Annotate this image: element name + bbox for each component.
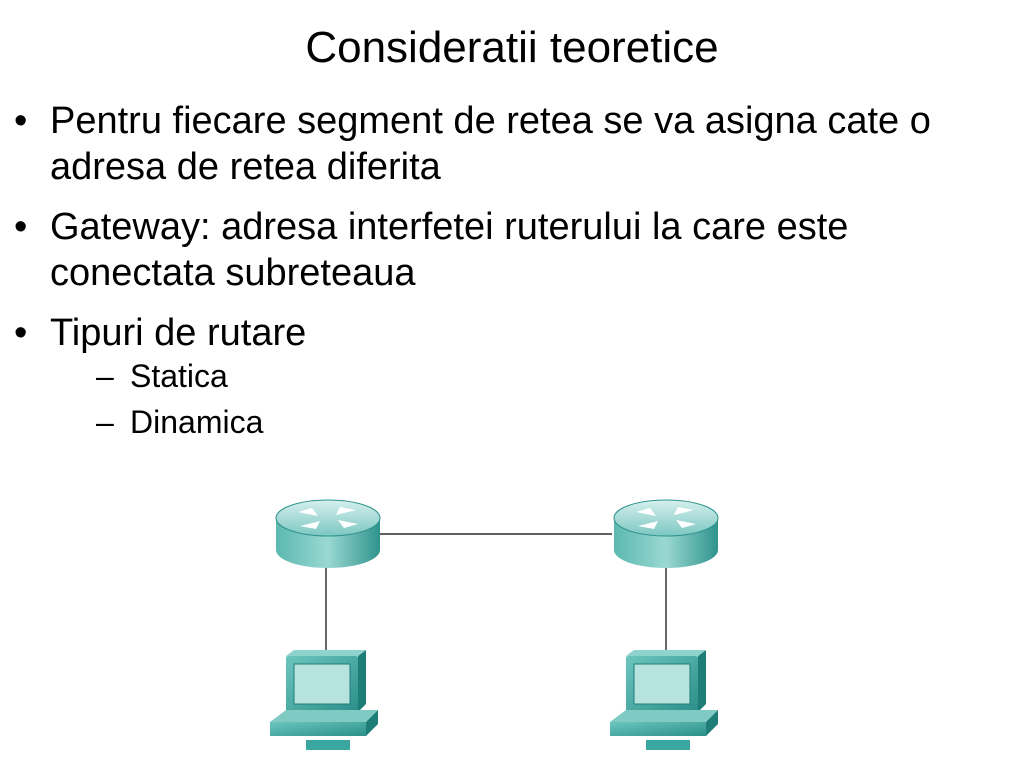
bullet-text: Pentru fiecare segment de retea se va as… (50, 100, 931, 188)
bullet-item: • Pentru fiecare segment de retea se va … (14, 98, 1014, 190)
sub-bullet-item: – Dinamica (50, 402, 1014, 442)
router-icon (275, 499, 381, 568)
bullet-list: • Pentru fiecare segment de retea se va … (14, 98, 1014, 456)
pc-icon (270, 650, 378, 750)
sub-bullet-text: Statica (130, 358, 228, 394)
sub-bullet-list: – Statica – Dinamica (50, 356, 1014, 442)
router-icon (613, 499, 719, 568)
sub-bullet-dash: – (96, 404, 114, 440)
bullet-text: Tipuri de rutare (50, 312, 307, 354)
sub-bullet-text: Dinamica (130, 404, 264, 440)
bullet-dot: • (14, 206, 28, 248)
slide-title: Consideratii teoretice (305, 23, 719, 72)
bullet-text: Gateway: adresa interfetei ruterului la … (50, 206, 849, 294)
sub-bullet-item: – Statica (50, 356, 1014, 396)
bullet-item: • Tipuri de rutare – Statica – Dinamica (14, 310, 1014, 442)
bullet-item: • Gateway: adresa interfetei ruterului l… (14, 204, 1014, 296)
pc-icon (610, 650, 718, 750)
sub-bullet-dash: – (96, 358, 114, 394)
bullet-dot: • (14, 312, 28, 354)
bullet-dot: • (14, 100, 28, 142)
